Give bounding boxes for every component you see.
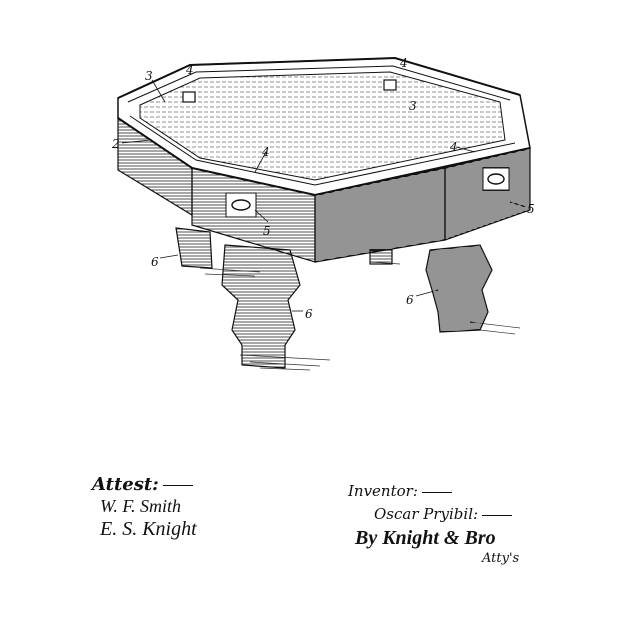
reference-numeral-4: 4 <box>400 56 408 70</box>
reference-numeral-3: 3 <box>145 69 153 83</box>
reference-numeral-4: 4 <box>186 63 194 77</box>
reference-numeral-6: 6 <box>151 255 159 269</box>
reference-numeral-5: 5 <box>527 202 535 216</box>
inventor-name: Oscar Pryibil: <box>374 505 513 523</box>
reference-numeral-5: 5 <box>263 224 271 238</box>
billiard-table-drawing <box>117 56 531 371</box>
leader-lines <box>121 79 527 312</box>
table-apron <box>117 116 531 263</box>
table-top <box>117 56 531 197</box>
attest-heading: Attest: <box>92 474 193 495</box>
table-legs <box>175 227 493 369</box>
reference-numeral-3: 3 <box>409 99 417 113</box>
reference-numeral-4: 4 <box>450 140 458 154</box>
witness-signature-1: W. F. Smith <box>100 496 182 516</box>
reference-numeral-6: 6 <box>406 293 414 307</box>
inventor-heading: Inventor: <box>348 482 452 500</box>
reference-numeral-4: 4 <box>262 145 270 159</box>
attorneys-label: Atty's <box>482 551 520 566</box>
attorney-by-line: By Knight & Bro <box>355 527 496 549</box>
witness-signature-2: E. S. Knight <box>100 518 197 540</box>
reference-numeral-2: 2 <box>112 137 120 151</box>
reference-numeral-6: 6 <box>305 307 313 321</box>
